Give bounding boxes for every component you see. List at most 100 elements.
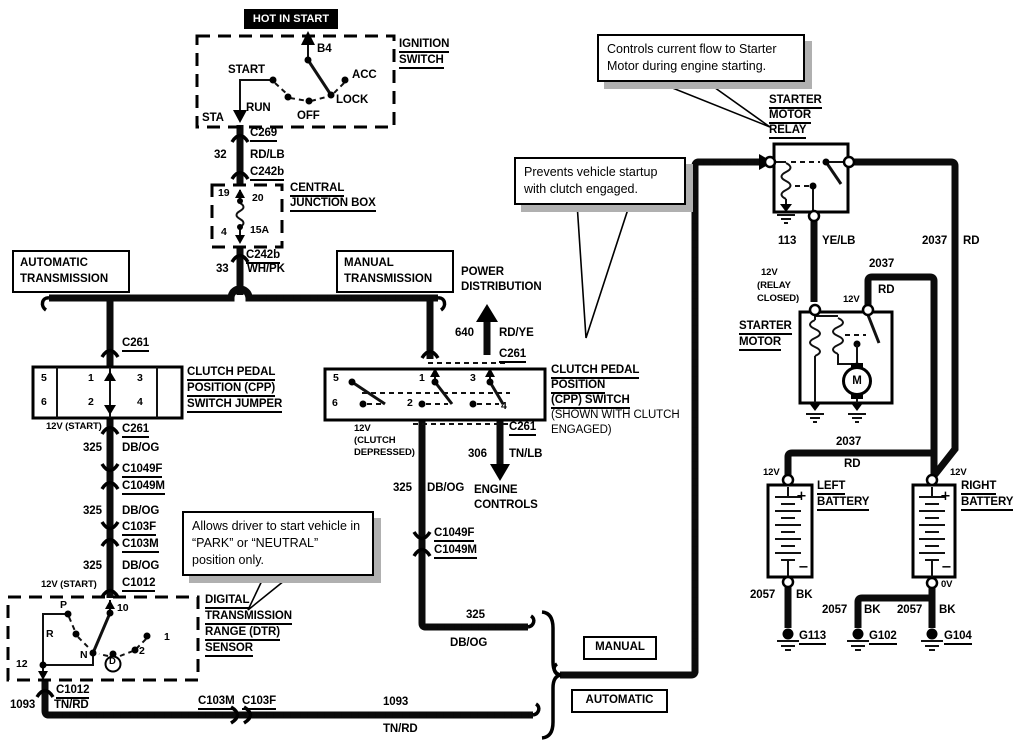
cpp-pin-3: 3 [470, 372, 476, 384]
ignition-pos-lock: LOCK [336, 94, 369, 106]
wire-color-whpk: WH/PK [247, 263, 285, 275]
cpp-pin-4: 4 [501, 400, 507, 412]
circuit-1093-left: 1093 [10, 699, 36, 711]
connector-c1012-bottom: C1012 [56, 684, 89, 700]
callout-clutch: Prevents vehicle startup with clutch eng… [514, 157, 686, 205]
circuit-325-a: 325 [83, 442, 102, 454]
dtr-pos-1: 1 [164, 631, 170, 643]
cpp-label-5: ENGAGED) [551, 424, 612, 436]
dtr-label-2: TRANSMISSION [205, 610, 292, 626]
automatic-transmission-box: AUTOMATIC TRANSMISSION [12, 250, 130, 294]
cpp-pin-2: 2 [407, 397, 413, 409]
wire-color-rdlb: RD/LB [250, 149, 285, 161]
left-battery-12v: 12V [763, 467, 780, 478]
hot-in-start-banner: HOT IN START [244, 9, 338, 29]
wire-color-tnlb: TN/LB [509, 448, 543, 460]
relay-internals [775, 158, 845, 224]
callout-pointers [247, 74, 771, 611]
jumper-pin-3: 3 [137, 372, 143, 384]
battery-internals: + − + − [775, 487, 952, 582]
ignition-switch-title-1: IGNITION [399, 38, 449, 54]
ground-g102 [847, 628, 869, 651]
wire-color-dbog-mid-a: DB/OG [427, 482, 465, 494]
connector-c261-pd: C261 [499, 348, 526, 364]
circuit-325-c: 325 [83, 560, 102, 572]
wire-color-rd-starter: RD [878, 284, 895, 296]
dtr-pin-12: 12 [16, 658, 28, 670]
ground-g104 [921, 628, 943, 651]
manual-transmission-line2: TRANSMISSION [344, 272, 433, 285]
cjb-title-1: CENTRAL [290, 182, 344, 198]
circuit-2057-g104: 2057 [897, 604, 923, 616]
cpp-12v: 12V [354, 423, 371, 434]
manual-transmission-line1: MANUAL [344, 257, 394, 269]
relay-label-2: MOTOR [769, 109, 811, 125]
ignition-pos-b4: B4 [317, 43, 332, 55]
cpp-pin-6: 6 [332, 397, 338, 409]
circuit-113: 113 [778, 235, 797, 247]
wire-color-rd-battery: RD [844, 458, 861, 470]
circuit-2057-g113: 2057 [750, 589, 776, 601]
brace [541, 610, 562, 740]
relay-closed-1: (RELAY [757, 280, 791, 291]
ignition-switch-title-2: SWITCH [399, 54, 444, 70]
wire-color-tnrd-left: TN/RD [54, 699, 89, 711]
cjb-pin-4: 4 [221, 226, 227, 238]
connector-c261-jumper-bottom: C261 [122, 423, 149, 439]
connector-c1049f-mid: C1049F [434, 527, 474, 543]
starter-internals [806, 314, 881, 423]
jumper-pin-4: 4 [137, 396, 143, 408]
starter-12v: 12V [843, 294, 860, 305]
wire-color-bk-g104: BK [939, 604, 956, 616]
wire-color-dbog-c: DB/OG [122, 560, 160, 572]
cjb-title-2: JUNCTION BOX [290, 197, 376, 213]
ignition-pos-off: OFF [297, 110, 320, 122]
dtr-12v-start: 12V (START) [41, 579, 97, 590]
motor-m-symbol: M [852, 375, 862, 387]
circuit-325-mid-a: 325 [393, 482, 412, 494]
connector-c242b-bottom: C242b [246, 249, 280, 265]
ignition-pos-sta: STA [202, 112, 224, 124]
wire-gauge-33: 33 [216, 263, 229, 275]
connector-c103m: C103M [122, 538, 159, 554]
connector-c1012-top: C1012 [122, 577, 155, 593]
route-automatic-box: AUTOMATIC [571, 689, 668, 713]
connector-c1049m: C1049M [122, 480, 165, 496]
connector-symbols [35, 133, 440, 725]
wire-gauge-32: 32 [214, 149, 227, 161]
wire-color-tnrd-bottom: TN/RD [383, 723, 418, 735]
power-distribution-line2: DISTRIBUTION [461, 281, 542, 293]
automatic-transmission-line2: TRANSMISSION [20, 272, 109, 285]
left-battery-minus: − [798, 560, 809, 575]
solid-wires [784, 158, 959, 628]
right-battery-plus: + [940, 489, 951, 504]
jumper-internals [56, 367, 158, 418]
terminals [763, 155, 939, 590]
cpp-pin-5: 5 [333, 372, 339, 384]
relay-label-1: STARTER [769, 94, 822, 110]
ground-label-g102: G102 [869, 630, 897, 646]
engine-controls-line1: ENGINE [474, 484, 518, 496]
ignition-switch-box [195, 34, 396, 129]
dtr-label-3: RANGE (DTR) [205, 626, 280, 642]
jumper-label-1: CLUTCH PEDAL [187, 366, 275, 382]
right-battery-12v: 12V [950, 467, 967, 478]
dtr-pos-p: P [60, 599, 67, 611]
wire-color-bk-g113: BK [796, 589, 813, 601]
dtr-pos-n: N [80, 649, 88, 661]
ignition-pos-acc: ACC [352, 69, 377, 81]
route-manual-box: MANUAL [583, 636, 657, 660]
jumper-label-2: POSITION (CPP) [187, 382, 275, 398]
cpp-label-1: CLUTCH PEDAL [551, 364, 639, 380]
wire-hooks [40, 296, 561, 717]
ground-label-g104: G104 [944, 630, 972, 646]
jumper-pin-2: 2 [88, 396, 94, 408]
starter-label-1: STARTER [739, 320, 792, 336]
wire-color-rd-right: RD [963, 235, 980, 247]
wire-color-dbog-b: DB/OG [122, 505, 160, 517]
connector-c261-jumper-top: C261 [122, 337, 149, 353]
dtr-pos-2: 2 [139, 645, 145, 657]
cpp-depressed: DEPRESSED) [354, 447, 415, 458]
